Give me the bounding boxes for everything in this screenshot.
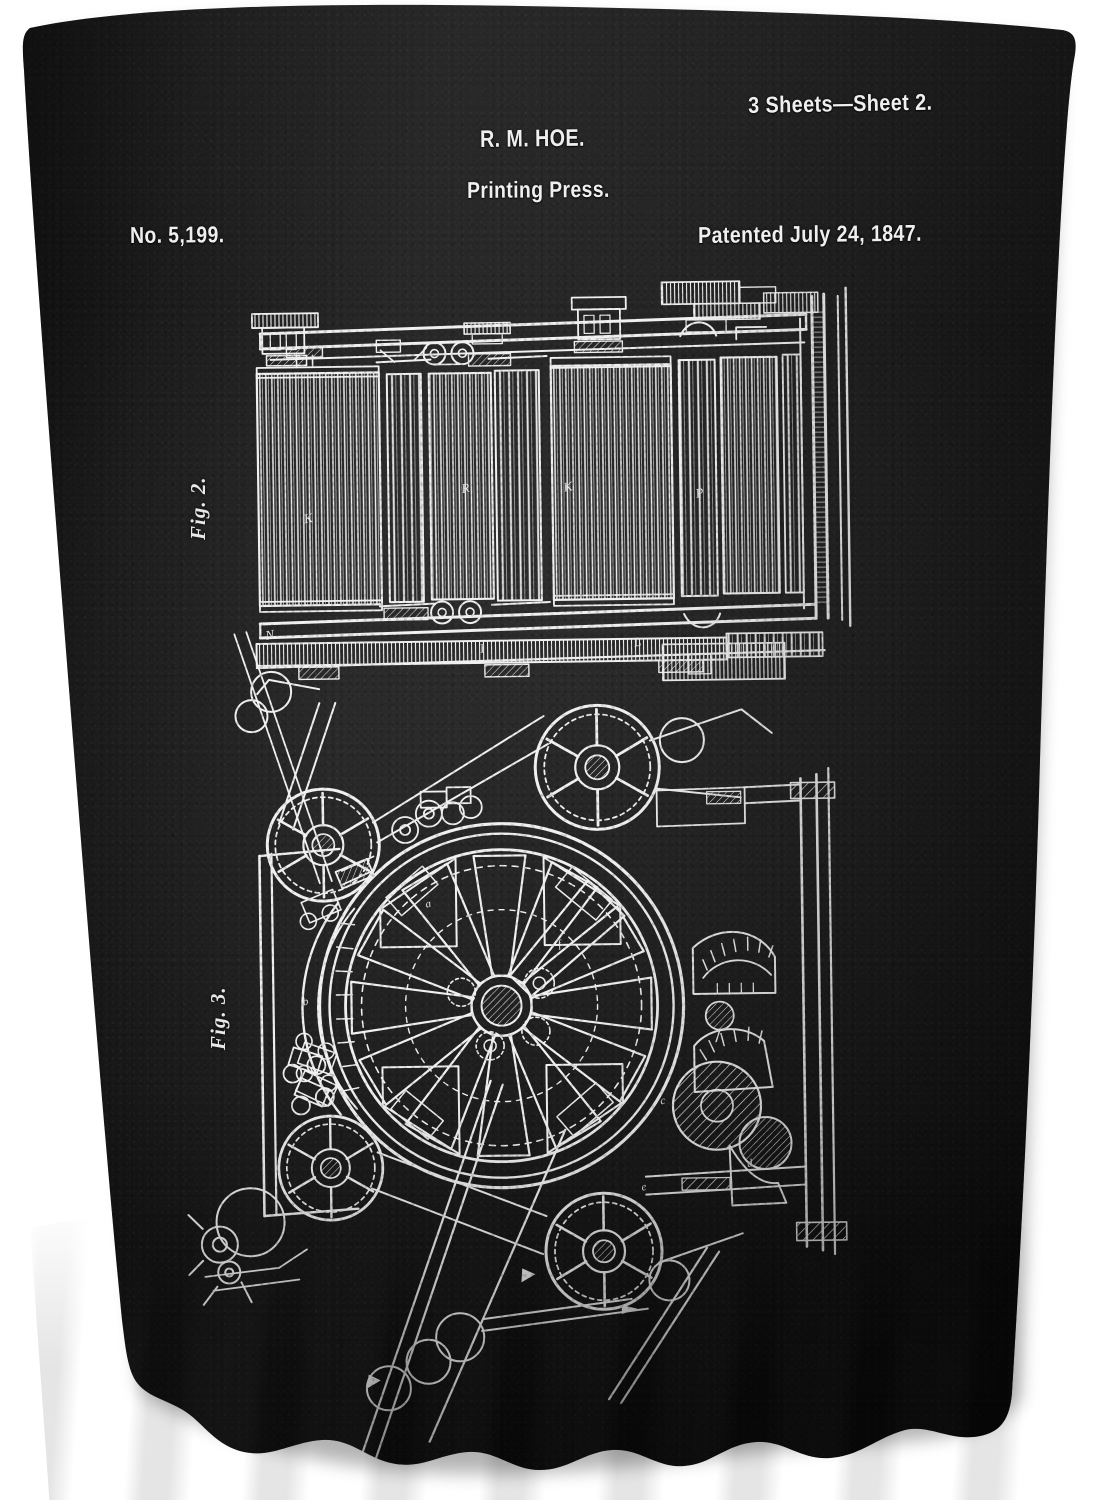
inventor-name: R. M. HOE. (480, 124, 585, 153)
patent-number: No. 5,199. (130, 221, 225, 248)
figure-3-label: Fig. 3. (206, 986, 230, 1050)
figure-2-label: Fig. 2. (186, 476, 210, 540)
invention-subject: Printing Press. (467, 175, 610, 203)
sheet-count-label: 3 Sheets—Sheet 2. (748, 88, 933, 118)
patent-date: Patented July 24, 1847. (698, 219, 923, 248)
